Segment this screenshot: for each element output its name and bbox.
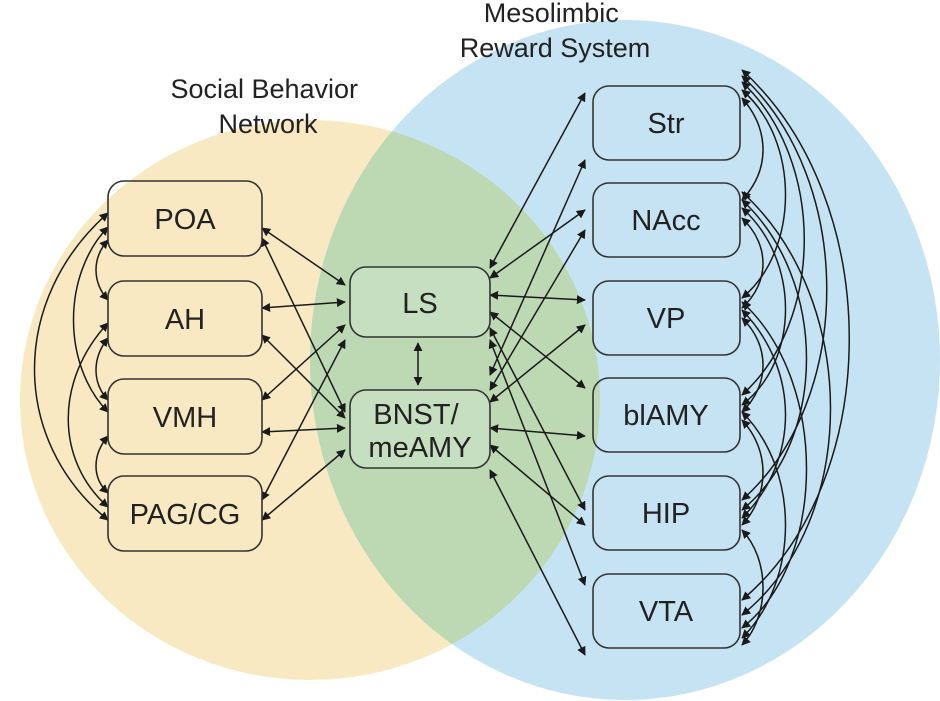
- edge-blamy-vta: [741, 411, 787, 639]
- node-pag-cg-label: PAG/CG: [130, 499, 241, 531]
- node-vta: VTA: [592, 573, 741, 649]
- edge-vmh-pag: [95, 435, 109, 494]
- node-vmh: VMH: [107, 378, 263, 455]
- edge-ah-pag: [67, 322, 109, 508]
- node-ah-label: AH: [165, 304, 205, 336]
- edge-hip-vta: [741, 529, 764, 646]
- node-nacc-label: NAcc: [631, 205, 700, 237]
- node-str: Str: [592, 85, 741, 161]
- edges: [33, 69, 850, 656]
- node-vp: VP: [592, 280, 741, 356]
- node-blamy: blAMY: [592, 377, 741, 453]
- edge-bnst-vta: [489, 469, 586, 656]
- edge-vp-vta: [741, 301, 808, 629]
- reward-system-title: Mesolimbic Reward System: [460, 0, 651, 63]
- edge-nacc-blamy: [741, 207, 787, 406]
- node-ls: LS: [349, 266, 491, 338]
- node-vmh-label: VMH: [153, 402, 217, 434]
- edge-bnst-vp: [489, 324, 586, 403]
- node-ah: AH: [107, 280, 263, 357]
- edge-bnst-blamy: [489, 424, 586, 440]
- edge-str-hip: [741, 75, 828, 501]
- node-vp-label: VP: [647, 303, 686, 335]
- edge-nacc-vta: [741, 191, 832, 616]
- node-blamy-label: blAMY: [623, 400, 708, 432]
- node-poa: POA: [107, 180, 263, 257]
- node-poa-label: POA: [154, 204, 216, 236]
- node-nacc: NAcc: [592, 182, 741, 258]
- edge-poa-vmh: [72, 226, 109, 413]
- node-bnst-meamy-label: BNST/ meAMY: [368, 399, 471, 464]
- edge-poa-pag: [33, 212, 109, 521]
- edge-str-vta: [741, 69, 850, 601]
- social-network-title: Social Behavior Network: [170, 74, 365, 139]
- node-ls-label: LS: [402, 288, 437, 320]
- edge-pag-bnst: [261, 449, 346, 521]
- edge-ah-ls: [261, 298, 346, 312]
- overlap-region: [310, 120, 600, 680]
- node-hip-label: HIP: [642, 498, 690, 530]
- node-pag-cg: PAG/CG: [107, 475, 263, 552]
- node-str-label: Str: [647, 108, 684, 140]
- node-vta-label: VTA: [639, 596, 694, 628]
- edge-vp-hip: [741, 309, 787, 519]
- edge-str-blamy: [741, 81, 805, 396]
- node-bnst-meamy: BNST/ meAMY: [349, 389, 491, 469]
- node-hip: HIP: [592, 475, 741, 551]
